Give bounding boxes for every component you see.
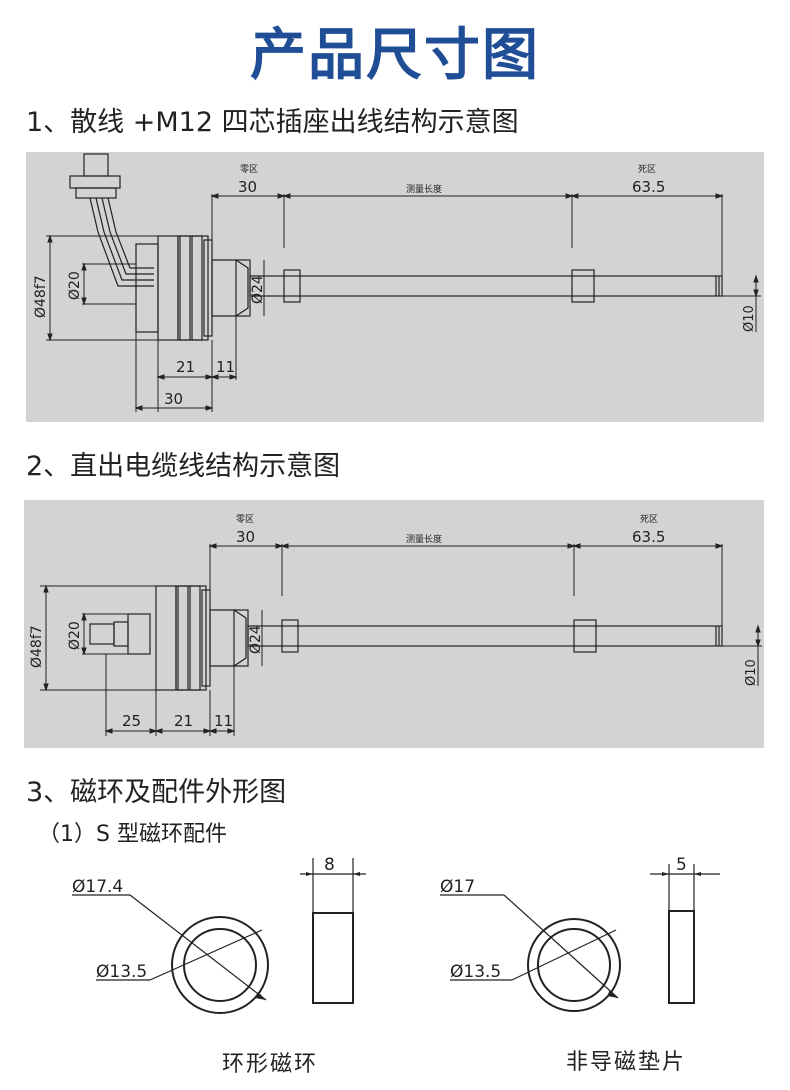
spacer-width: 5 [676, 855, 687, 875]
dim-21-2: 21 [174, 712, 193, 730]
ring-magnet-caption: 环形磁环 [222, 1052, 319, 1077]
dia-body-1: Ø48f7 [33, 275, 49, 318]
dia-flange-2: Ø24 [248, 625, 264, 654]
dia-rod-2: Ø10 [744, 659, 759, 686]
page-title: 产品尺寸图 [250, 23, 540, 88]
dia-inner-1: Ø20 [67, 271, 83, 300]
section-3-heading: 3、磁环及配件外形图 [26, 777, 287, 808]
dim-21-1: 21 [176, 358, 195, 376]
zone-dead-label-2: 死区 [640, 514, 658, 525]
dim-30-1: 30 [164, 390, 183, 408]
dim-11-2: 11 [214, 712, 233, 730]
ring-outer-dia: Ø17.4 [72, 877, 123, 897]
drawing-1-panel: 零区 30 测量长度 死区 63.5 Ø48f7 Ø20 Ø24 Ø10 21 … [26, 152, 764, 422]
dia-body-2: Ø48f7 [29, 625, 45, 668]
zone-dead-value-1: 63.5 [632, 178, 665, 196]
dim-25-2: 25 [122, 712, 141, 730]
zone-zero-label-2: 零区 [236, 514, 254, 525]
dim-11-1: 11 [216, 358, 235, 376]
zone-zero-label-1: 零区 [240, 164, 258, 175]
section-1-heading: 1、散线 +M12 四芯插座出线结构示意图 [26, 107, 519, 138]
zone-zero-value-2: 30 [236, 528, 255, 546]
ring-inner-dia: Ø13.5 [96, 962, 147, 982]
ring-width: 8 [324, 855, 335, 875]
drawing-1-svg: 零区 30 测量长度 死区 63.5 Ø48f7 Ø20 Ø24 Ø10 21 … [33, 153, 761, 412]
zone-dead-label-1: 死区 [638, 164, 656, 175]
spacer-inner-dia: Ø13.5 [450, 962, 501, 982]
section-3-subheading: （1）S 型磁环配件 [38, 822, 227, 847]
dia-rod-1: Ø10 [742, 305, 757, 332]
zone-dead-value-2: 63.5 [632, 528, 665, 546]
dia-inner-2: Ø20 [67, 621, 83, 650]
drawing-2-panel: 零区 30 测量长度 死区 63.5 Ø48f7 Ø20 Ø24 Ø10 25 … [24, 500, 764, 748]
spacer-caption: 非导磁垫片 [566, 1050, 687, 1075]
accessories-svg: Ø17.4 Ø13.5 8 Ø17 Ø13.5 5 [72, 855, 720, 1014]
measure-label-1: 测量长度 [406, 183, 442, 195]
section-2-heading: 2、直出电缆线结构示意图 [26, 451, 341, 482]
measure-label-2: 测量长度 [406, 533, 442, 545]
spacer-outer-dia: Ø17 [440, 877, 475, 897]
zone-zero-value-1: 30 [238, 178, 257, 196]
dia-flange-1: Ø24 [250, 275, 266, 304]
drawing-2-svg: 零区 30 测量长度 死区 63.5 Ø48f7 Ø20 Ø24 Ø10 25 … [29, 514, 762, 736]
